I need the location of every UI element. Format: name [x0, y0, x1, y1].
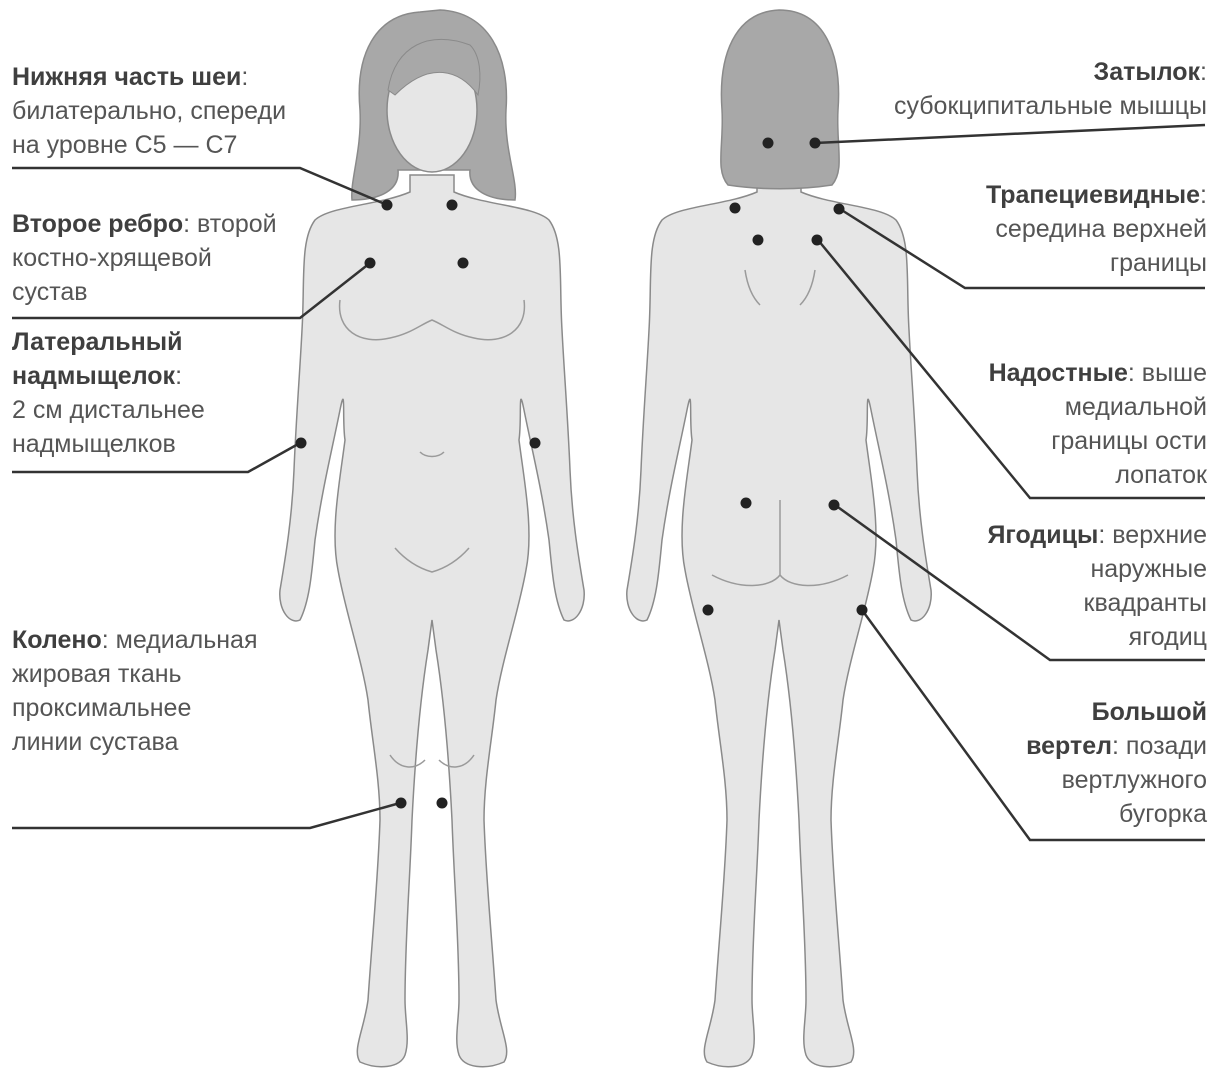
label-sep: :	[1128, 359, 1135, 387]
label-knee-inline: медиальная	[109, 626, 258, 654]
label-gluteal-title: Ягодицы	[987, 521, 1098, 549]
label-lower-neck-line-2: на уровне С5 — С7	[12, 128, 286, 162]
label-supraspinatus-line-1: медиальной	[989, 390, 1207, 424]
label-knee: Колено: медиальная жировая ткань проксим…	[12, 623, 258, 759]
label-knee-line-1: жировая ткань	[12, 657, 258, 691]
point-supraspinatus-right	[812, 235, 823, 246]
label-lateral-epicondyle-title-1: Латеральный	[12, 328, 182, 356]
label-gluteal-line-2: квадранты	[987, 586, 1207, 620]
label-lateral-epicondyle-line-1: 2 см дистальнее	[12, 393, 205, 427]
front-body	[280, 175, 584, 1067]
point-occiput-right	[810, 138, 821, 149]
label-occiput-line-1: субокципитальные мышцы	[894, 89, 1207, 123]
label-trapezius-line-1: середина верхней	[986, 212, 1207, 246]
label-lower-neck-title: Нижняя часть шеи	[12, 63, 241, 91]
label-second-rib-title: Второе ребро	[12, 210, 183, 238]
label-lower-neck-line-1: билатерально, спереди	[12, 94, 286, 128]
label-gluteal-line-3: ягодиц	[987, 620, 1207, 654]
point-trochanter-right	[857, 605, 868, 616]
label-second-rib: Второе ребро: второй костно-хрящевой сус…	[12, 207, 277, 309]
label-lower-neck: Нижняя часть шеи: билатерально, спереди …	[12, 60, 286, 162]
back-view-female-figure	[627, 10, 931, 1067]
label-greater-trochanter-line-1: вертлужного	[1026, 763, 1207, 797]
leader-occiput	[815, 125, 1205, 143]
label-knee-title: Колено	[12, 626, 102, 654]
point-neck-left	[382, 200, 393, 211]
label-occiput: Затылок: субокципитальные мышцы	[894, 55, 1207, 123]
point-knee-left	[396, 798, 407, 809]
label-knee-line-3: линии сустава	[12, 725, 258, 759]
label-sep: :	[1200, 58, 1207, 86]
label-lateral-epicondyle-line-2: надмыщелков	[12, 427, 205, 461]
label-trapezius-title: Трапециевидные	[986, 181, 1200, 209]
point-occiput-left	[763, 138, 774, 149]
label-greater-trochanter-inline: позади	[1119, 732, 1207, 760]
label-supraspinatus-title: Надостные	[989, 359, 1128, 387]
label-supraspinatus: Надостные: выше медиальной границы ости …	[989, 356, 1207, 492]
back-body	[627, 175, 931, 1067]
point-supraspinatus-left	[753, 235, 764, 246]
point-rib-left	[365, 258, 376, 269]
back-hair	[721, 10, 839, 189]
label-supraspinatus-inline: выше	[1135, 359, 1207, 387]
point-gluteal-left	[741, 498, 752, 509]
label-second-rib-inline: второй	[190, 210, 277, 238]
label-gluteal-inline: верхние	[1105, 521, 1207, 549]
label-supraspinatus-line-3: лопаток	[989, 458, 1207, 492]
point-elbow-left	[296, 438, 307, 449]
label-sep: :	[175, 362, 182, 390]
point-rib-right	[458, 258, 469, 269]
label-occiput-title: Затылок	[1094, 58, 1201, 86]
label-greater-trochanter: Большой вертел: позади вертлужного бугор…	[1026, 695, 1207, 831]
label-gluteal: Ягодицы: верхние наружные квадранты ягод…	[987, 518, 1207, 654]
label-knee-line-2: проксимальнее	[12, 691, 258, 725]
label-lateral-epicondyle: Латеральный надмыщелок: 2 см дистальнее …	[12, 325, 205, 461]
point-knee-right	[437, 798, 448, 809]
label-sep: :	[1112, 732, 1119, 760]
label-sep: :	[102, 626, 109, 654]
label-greater-trochanter-title-2: вертел	[1026, 732, 1112, 760]
front-view-female-figure	[280, 10, 584, 1067]
label-sep: :	[241, 63, 248, 91]
label-lateral-epicondyle-title-2: надмыщелок	[12, 362, 175, 390]
label-sep: :	[1200, 181, 1207, 209]
label-greater-trochanter-line-2: бугорка	[1026, 797, 1207, 831]
point-trochanter-left	[703, 605, 714, 616]
label-supraspinatus-line-2: границы ости	[989, 424, 1207, 458]
label-second-rib-line-2: сустав	[12, 275, 277, 309]
label-greater-trochanter-title-1: Большой	[1092, 698, 1207, 726]
label-second-rib-line-1: костно-хрящевой	[12, 241, 277, 275]
point-trapezius-left	[730, 203, 741, 214]
label-gluteal-line-1: наружные	[987, 552, 1207, 586]
label-trapezius-line-2: границы	[986, 246, 1207, 280]
point-elbow-right	[530, 438, 541, 449]
point-neck-right	[447, 200, 458, 211]
point-trapezius-right	[834, 204, 845, 215]
point-gluteal-right	[829, 500, 840, 511]
label-trapezius: Трапециевидные: середина верхней границы	[986, 178, 1207, 280]
leader-knee	[12, 803, 400, 828]
leader-neck	[12, 168, 385, 204]
